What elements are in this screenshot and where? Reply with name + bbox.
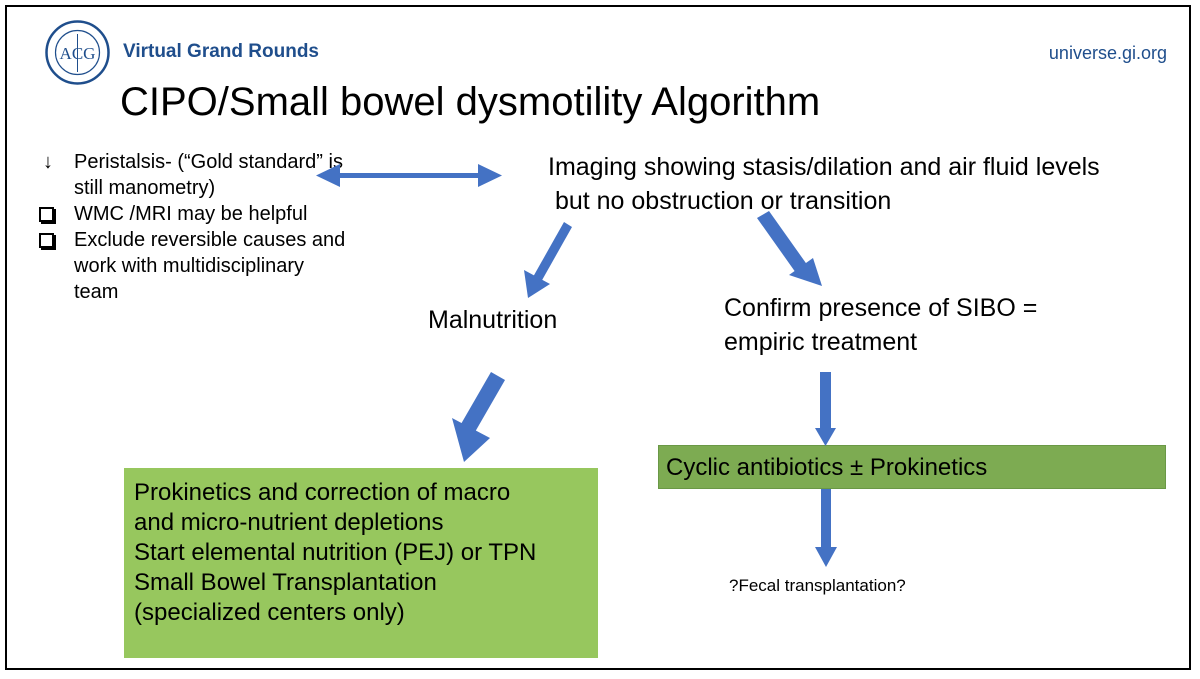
- note-text: Peristalsis- (“Gold standard” is still m…: [74, 151, 343, 199]
- checkbox-icon: [39, 233, 54, 248]
- down-arrow-icon: ↓: [43, 151, 53, 173]
- arrow-to-sibo: [757, 211, 822, 286]
- imaging-line-1: Imaging showing stasis/dilation and air …: [548, 153, 1100, 181]
- arrow-to-fecal: [815, 489, 837, 567]
- note-text: WMC /MRI may be helpful: [74, 203, 308, 225]
- box-line: and micro-nutrient depletions: [134, 509, 444, 536]
- box-line: Start elemental nutrition (PEJ) or TPN: [134, 539, 537, 566]
- sibo-line-2: empiric treatment: [724, 328, 918, 356]
- arrow-to-malnutrition: [524, 222, 572, 298]
- note-item-peristalsis: ↓ Peristalsis- (“Gold standard” is still…: [34, 149, 354, 201]
- malnutrition-node: Malnutrition: [428, 306, 558, 334]
- slide-title: CIPO/Small bowel dysmotility Algorithm: [120, 80, 821, 124]
- arrow-to-nutrition-box: [452, 372, 505, 462]
- brand-name: Virtual Grand Rounds: [123, 41, 320, 62]
- double-arrow-icon: [316, 164, 502, 187]
- fecal-transplant-node: ?Fecal transplantation?: [729, 576, 906, 595]
- note-item-wmc: WMC /MRI may be helpful: [34, 201, 354, 227]
- sibo-node: Confirm presence of SIBO = empiric treat…: [724, 291, 1037, 359]
- acg-logo: ACG: [45, 20, 110, 85]
- nutrition-treatment-box: Prokinetics and correction of macro and …: [124, 468, 598, 658]
- imaging-line-2: but no obstruction or transition: [548, 187, 892, 215]
- notes-list: ↓ Peristalsis- (“Gold standard” is still…: [34, 149, 354, 305]
- imaging-node: Imaging showing stasis/dilation and air …: [548, 150, 1100, 218]
- checkbox-icon: [39, 207, 54, 222]
- note-text: Exclude reversible causes and work with …: [74, 229, 346, 303]
- note-item-exclude: Exclude reversible causes and work with …: [34, 227, 354, 305]
- arrow-to-antibiotics: [815, 372, 836, 446]
- antibiotics-box: Cyclic antibiotics ± Prokinetics: [658, 445, 1166, 489]
- box-line: Prokinetics and correction of macro: [134, 479, 511, 506]
- sibo-line-1: Confirm presence of SIBO =: [724, 294, 1038, 322]
- box-line: (specialized centers only): [134, 599, 405, 626]
- site-url: universe.gi.org: [1048, 43, 1167, 63]
- box-line: Small Bowel Transplantation: [134, 569, 437, 596]
